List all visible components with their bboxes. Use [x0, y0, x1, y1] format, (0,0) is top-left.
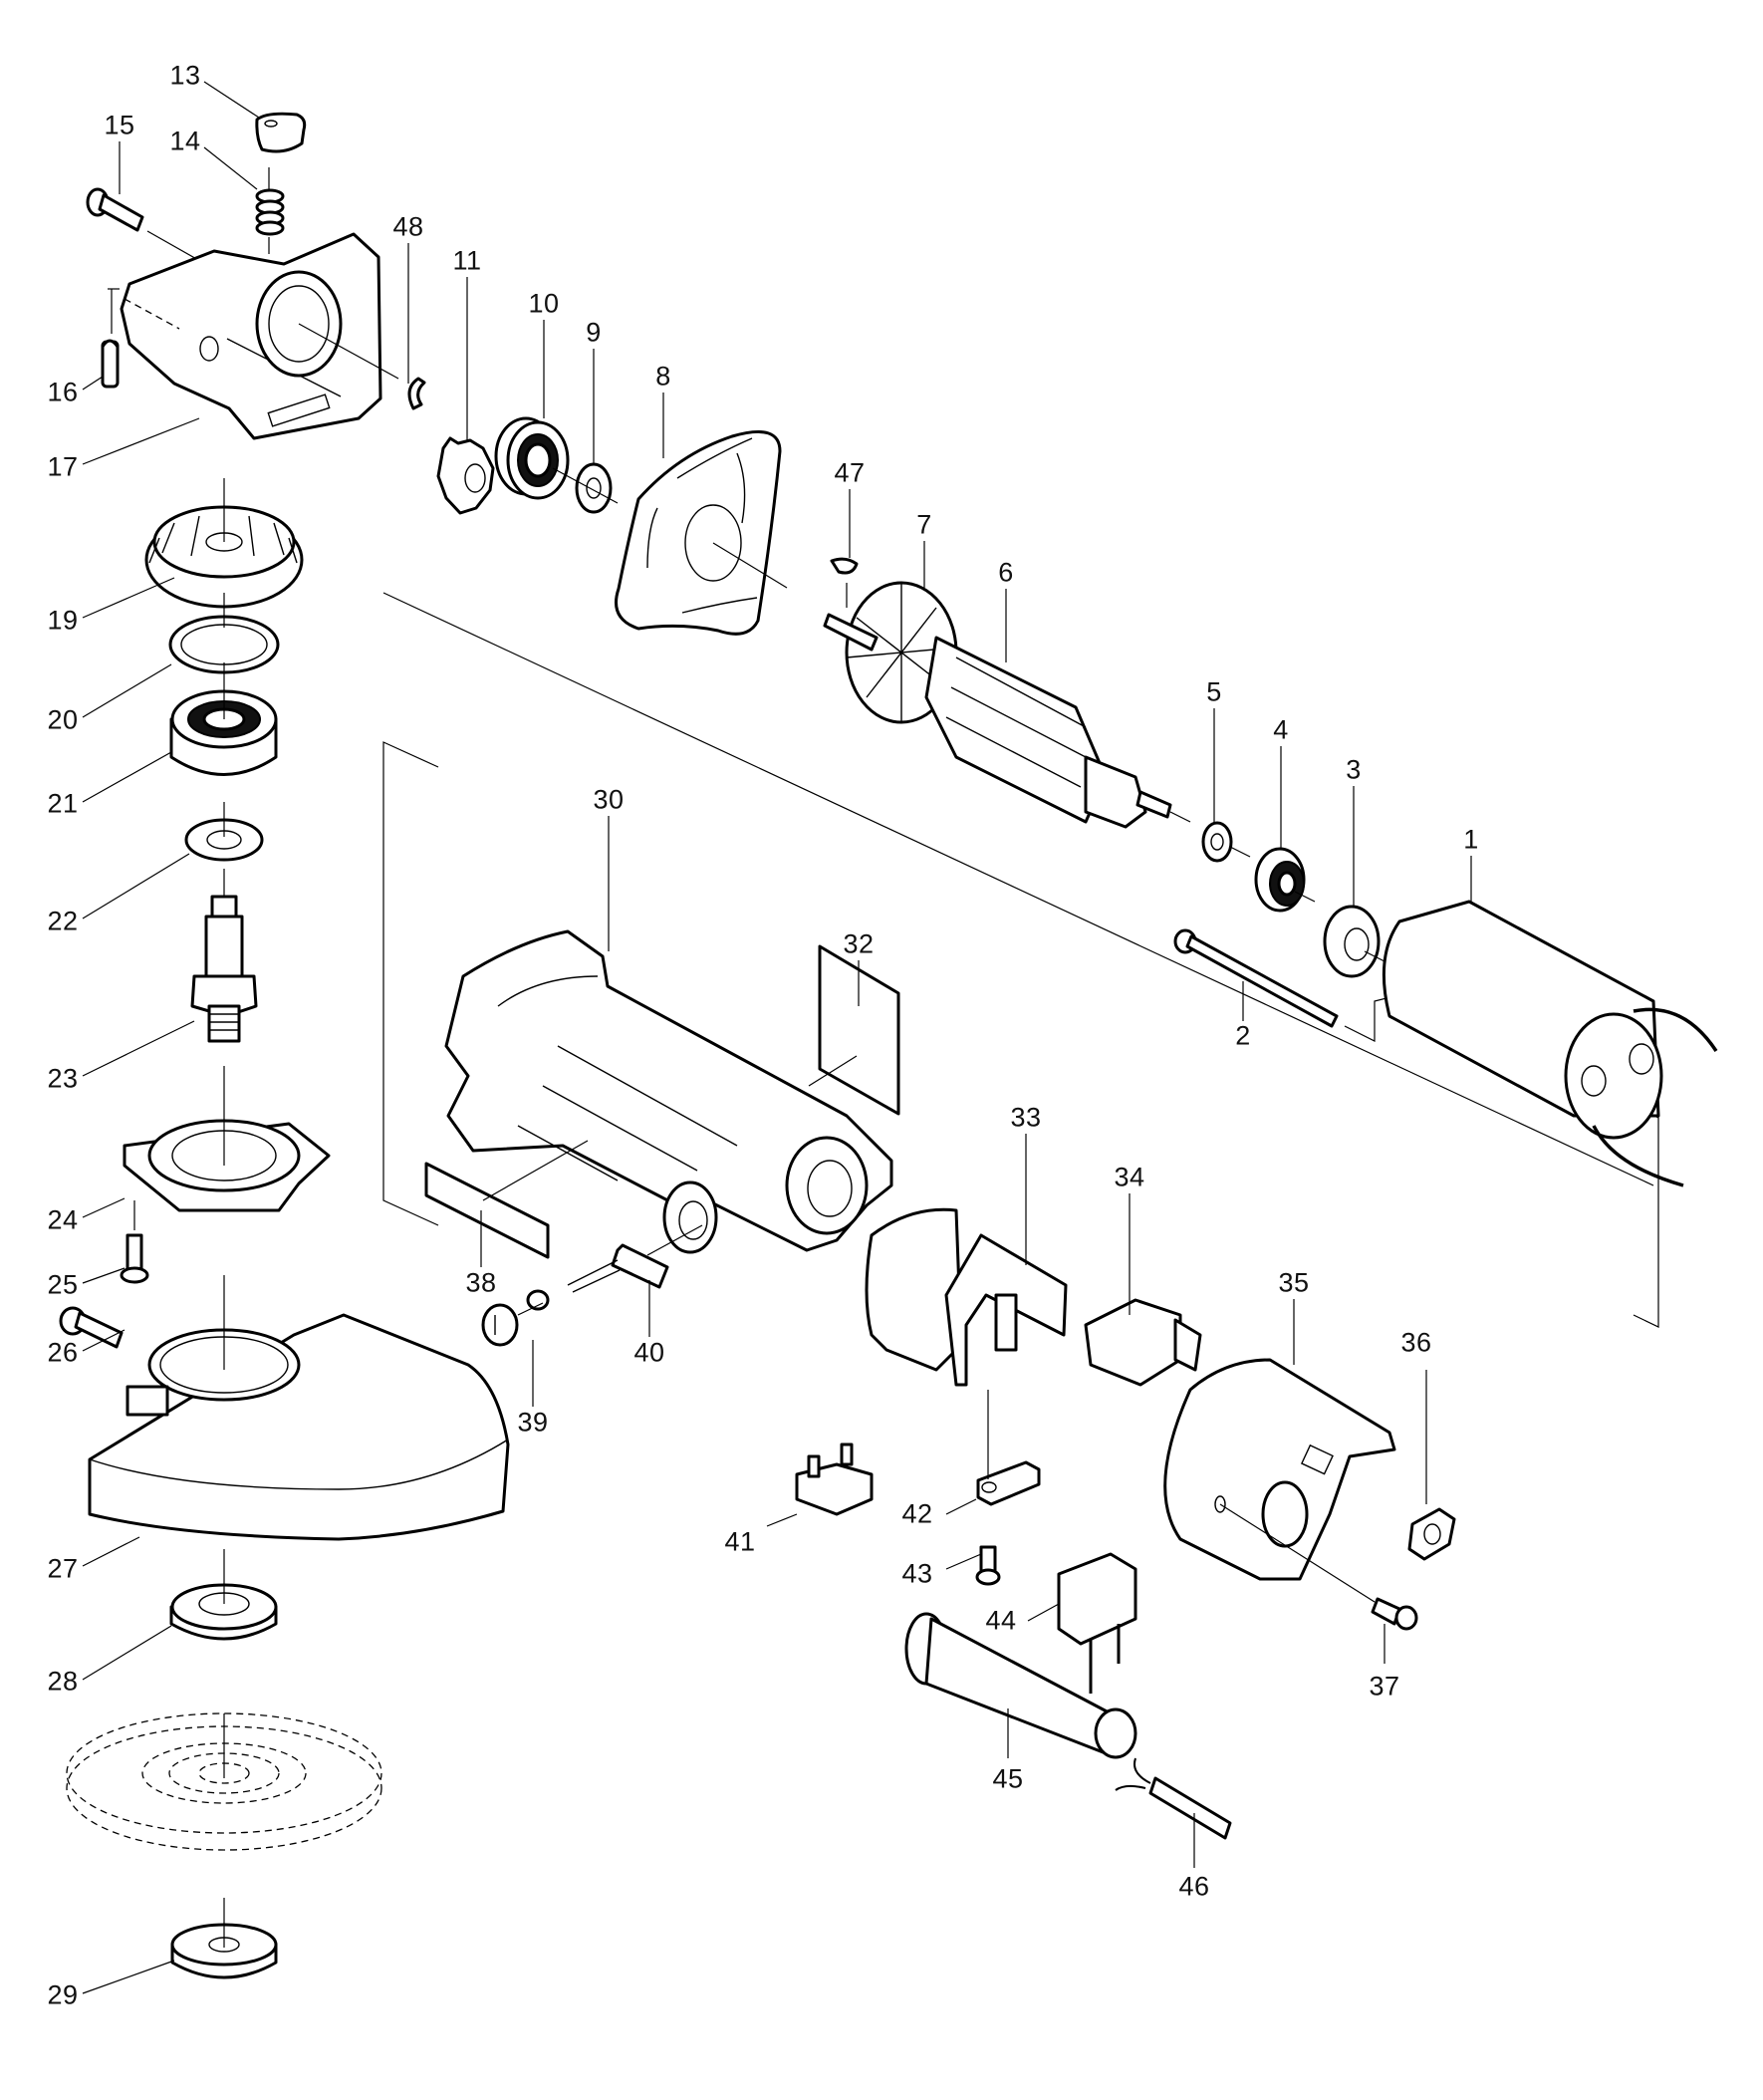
- part-25-screw[interactable]: [120, 1233, 149, 1284]
- part-48-retaining-ring[interactable]: [407, 377, 426, 410]
- label-part-28: 28: [47, 1666, 79, 1697]
- label-part-47: 47: [834, 457, 866, 488]
- label-part-42: 42: [901, 1498, 933, 1529]
- label-part-21: 21: [47, 788, 79, 819]
- part-38-label[interactable]: [424, 1162, 550, 1259]
- part-42-strain-relief[interactable]: [976, 1460, 1041, 1506]
- part-3-bearing-retainer[interactable]: [1323, 905, 1381, 978]
- label-part-25: 25: [47, 1269, 79, 1300]
- label-part-38: 38: [465, 1267, 497, 1298]
- label-part-19: 19: [47, 605, 79, 636]
- part-15-screw[interactable]: [86, 187, 144, 232]
- part-41-terminal-block[interactable]: [795, 1443, 874, 1516]
- part-34-switch[interactable]: [1084, 1298, 1202, 1387]
- part-28-inner-flange[interactable]: [169, 1583, 278, 1641]
- label-part-13: 13: [169, 60, 201, 91]
- label-part-6: 6: [998, 557, 1014, 588]
- label-part-30: 30: [593, 784, 625, 815]
- label-part-36: 36: [1400, 1327, 1432, 1358]
- label-part-48: 48: [392, 211, 424, 242]
- label-part-9: 9: [586, 317, 602, 348]
- part-14-spring[interactable]: [255, 188, 285, 236]
- part-21-bearing[interactable]: [169, 689, 278, 776]
- part-8-baffle-plate[interactable]: [615, 429, 782, 636]
- label-part-35: 35: [1278, 1267, 1310, 1298]
- part-46-power-cord[interactable]: [1115, 1757, 1232, 1840]
- label-part-7: 7: [916, 509, 932, 540]
- part-1-field-stator[interactable]: [1382, 900, 1718, 1187]
- label-part-39: 39: [517, 1407, 549, 1438]
- label-part-27: 27: [47, 1553, 79, 1584]
- label-part-15: 15: [104, 110, 135, 140]
- label-part-32: 32: [843, 928, 875, 959]
- part-26-clamp-screw[interactable]: [59, 1306, 124, 1349]
- label-part-40: 40: [633, 1337, 665, 1368]
- label-part-4: 4: [1273, 714, 1289, 745]
- label-part-29: 29: [47, 1979, 79, 2010]
- part-36-nut[interactable]: [1407, 1507, 1456, 1561]
- label-part-26: 26: [47, 1337, 79, 1368]
- label-part-16: 16: [47, 377, 79, 407]
- label-part-44: 44: [985, 1605, 1017, 1636]
- part-47-woodruff-key[interactable]: [830, 557, 859, 575]
- part-24-bearing-box[interactable]: [123, 1119, 331, 1212]
- part-9-washer[interactable]: [575, 462, 613, 514]
- part-35-rear-cover[interactable]: [1163, 1358, 1396, 1581]
- label-part-37: 37: [1369, 1671, 1400, 1702]
- label-part-33: 33: [1010, 1102, 1042, 1133]
- label-part-10: 10: [528, 288, 560, 319]
- label-part-8: 8: [655, 361, 671, 392]
- part-30-motor-housing[interactable]: [444, 929, 893, 1254]
- part-17-gear-housing[interactable]: [120, 232, 382, 440]
- part-4-bearing[interactable]: [1254, 847, 1306, 913]
- part-6-armature[interactable]: [823, 613, 1172, 829]
- label-part-24: 24: [47, 1204, 79, 1235]
- part-27-wheel-guard[interactable]: [88, 1313, 510, 1541]
- part-43-screw[interactable]: [975, 1545, 1001, 1586]
- assembly-bracket: [382, 741, 439, 1226]
- label-part-14: 14: [169, 126, 201, 156]
- part-40-carbon-brush[interactable]: [526, 1243, 669, 1311]
- part-37-screw[interactable]: [1371, 1597, 1418, 1631]
- label-part-17: 17: [47, 451, 79, 482]
- part-16-pin[interactable]: [101, 339, 120, 389]
- label-part-5: 5: [1206, 676, 1222, 707]
- part-32-nameplate[interactable]: [818, 944, 900, 1116]
- part-11-pinion[interactable]: [436, 436, 495, 515]
- assembly-bracket-right: [1633, 1105, 1659, 1328]
- label-part-45: 45: [992, 1763, 1024, 1794]
- part-23-spindle[interactable]: [190, 895, 258, 1043]
- part-39-brush-cap[interactable]: [481, 1303, 519, 1347]
- label-part-41: 41: [724, 1526, 756, 1557]
- part-5-washer[interactable]: [1201, 821, 1233, 863]
- label-part-22: 22: [47, 906, 79, 936]
- part-33-switch-holder[interactable]: [865, 1207, 1068, 1387]
- part-45-cord-guard[interactable]: [904, 1612, 1137, 1759]
- label-part-11: 11: [452, 245, 482, 276]
- part-13-cap[interactable]: [255, 112, 307, 153]
- label-part-34: 34: [1114, 1162, 1145, 1192]
- part-10-bearing[interactable]: [494, 416, 570, 500]
- label-part-43: 43: [901, 1558, 933, 1589]
- label-part-46: 46: [1178, 1871, 1210, 1902]
- label-part-23: 23: [47, 1063, 79, 1094]
- label-part-1: 1: [1463, 824, 1479, 855]
- label-part-3: 3: [1346, 754, 1362, 785]
- part-44-capacitor[interactable]: [1057, 1552, 1137, 1694]
- label-part-20: 20: [47, 704, 79, 735]
- assembly-bracket-line: [382, 592, 1654, 1186]
- part-2-long-screw[interactable]: [1173, 928, 1339, 1028]
- label-part-2: 2: [1235, 1020, 1251, 1051]
